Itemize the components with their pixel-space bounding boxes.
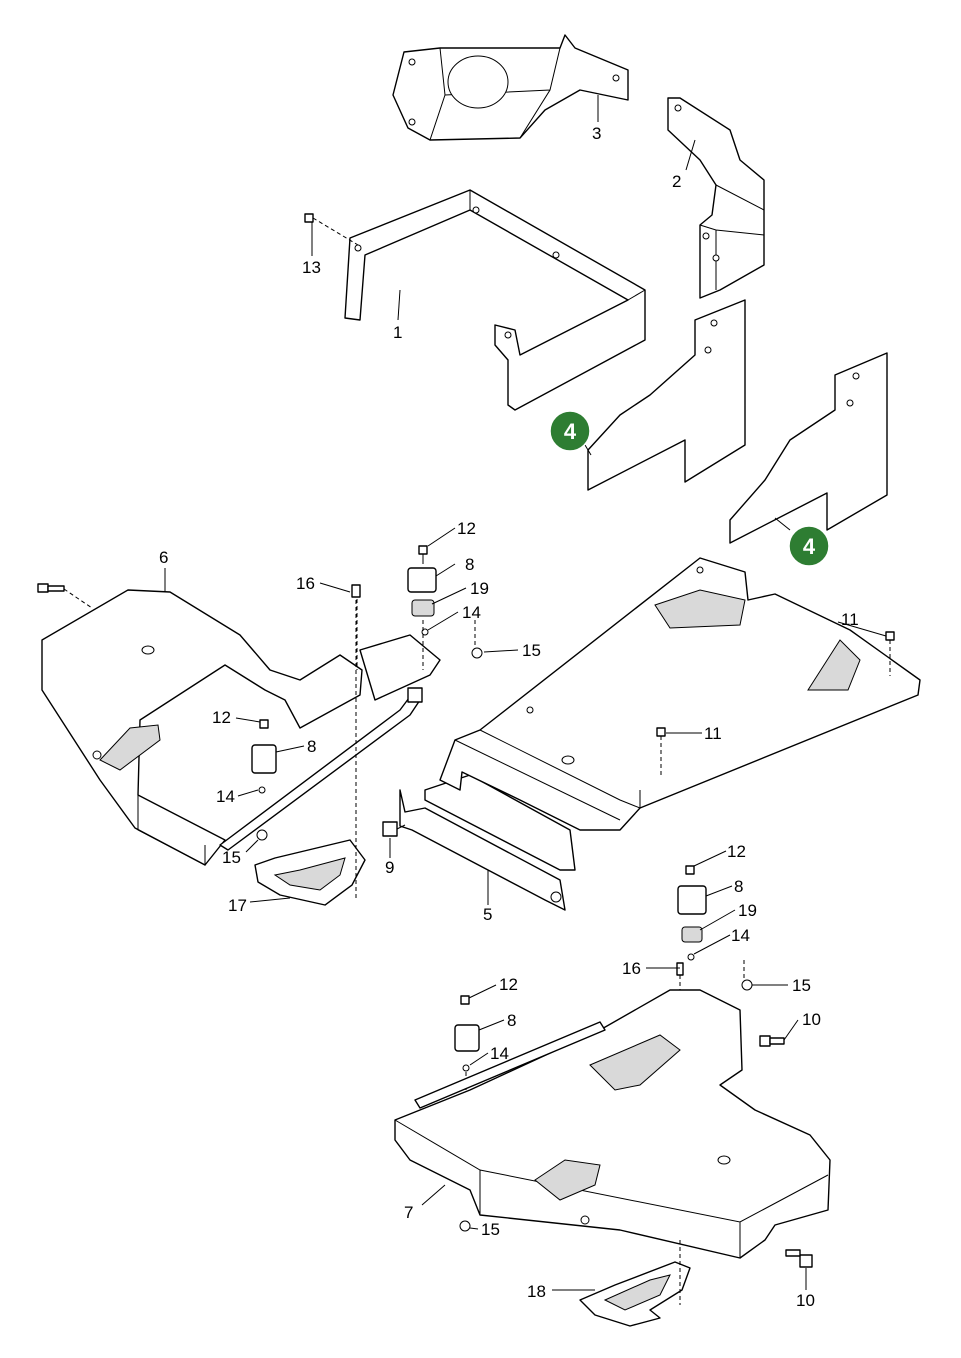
part-10-bolt-lower bbox=[785, 1249, 813, 1268]
callout-8: 8 bbox=[307, 737, 316, 756]
highlight-badge-part-4-lower[interactable]: 4 bbox=[788, 525, 830, 567]
bolt-part-11-center bbox=[656, 727, 666, 775]
callout-3: 3 bbox=[592, 124, 601, 143]
callout-2: 2 bbox=[672, 172, 681, 191]
callout-11: 11 bbox=[704, 724, 722, 743]
callout-8: 8 bbox=[734, 877, 743, 896]
callout-14: 14 bbox=[731, 926, 750, 945]
callout-11: 11 bbox=[841, 610, 859, 629]
hardware-stack-upper bbox=[351, 545, 483, 670]
callout-14: 14 bbox=[490, 1044, 509, 1063]
callout-13: 13 bbox=[302, 258, 321, 277]
part-7-lower-deck-shield bbox=[394, 989, 831, 1259]
callout-12: 12 bbox=[499, 975, 518, 994]
callout-9: 9 bbox=[385, 858, 394, 877]
callout-19: 19 bbox=[470, 579, 489, 598]
callout-17: 17 bbox=[228, 896, 247, 915]
part-right-deck-shield-center bbox=[439, 557, 921, 831]
callout-8: 8 bbox=[507, 1011, 516, 1030]
callout-15: 15 bbox=[522, 641, 541, 660]
part-9-bolt bbox=[382, 821, 406, 837]
svg-text:4: 4 bbox=[564, 419, 577, 444]
hardware-stack-lower-right bbox=[676, 865, 753, 1050]
callout-5: 5 bbox=[483, 905, 492, 924]
part-4-plate-right bbox=[729, 352, 888, 544]
part-2-right-bracket bbox=[667, 97, 765, 299]
highlight-badge-part-4-upper[interactable]: 4 bbox=[549, 410, 591, 452]
part-1-box-shield bbox=[344, 189, 646, 411]
callout-12: 12 bbox=[727, 842, 746, 861]
callout-16: 16 bbox=[622, 959, 641, 978]
svg-text:4: 4 bbox=[803, 534, 816, 559]
callout-labels: 3 2 1 13 6 16 12 8 19 14 15 11 11 12 8 1… bbox=[159, 124, 859, 1310]
callout-1: 1 bbox=[393, 323, 402, 342]
part-10-bolt-upper bbox=[759, 1035, 785, 1047]
callout-19: 19 bbox=[738, 901, 757, 920]
callout-16: 16 bbox=[296, 574, 315, 593]
callout-15: 15 bbox=[481, 1220, 500, 1239]
callout-7: 7 bbox=[404, 1203, 413, 1222]
leader-lines bbox=[164, 95, 887, 1291]
callout-14: 14 bbox=[462, 603, 481, 622]
callout-10: 10 bbox=[802, 1010, 821, 1029]
callout-15: 15 bbox=[792, 976, 811, 995]
callout-18: 18 bbox=[527, 1282, 546, 1301]
part-13-bolt bbox=[304, 213, 359, 246]
callout-15: 15 bbox=[222, 848, 241, 867]
callout-6: 6 bbox=[159, 548, 168, 567]
callout-10: 10 bbox=[796, 1291, 815, 1310]
callout-12: 12 bbox=[457, 519, 476, 538]
part-6-left-deck-shield bbox=[41, 589, 441, 866]
callout-14: 14 bbox=[216, 787, 235, 806]
callout-8: 8 bbox=[465, 555, 474, 574]
part-3-top-bracket bbox=[392, 34, 629, 141]
bolt-left-part-6 bbox=[37, 583, 93, 609]
part-18-bracket bbox=[579, 1240, 691, 1327]
callout-12: 12 bbox=[212, 708, 231, 727]
part-17-bracket bbox=[254, 600, 366, 906]
hardware-stack-left bbox=[251, 719, 277, 841]
part-4-plate-left bbox=[587, 299, 746, 491]
